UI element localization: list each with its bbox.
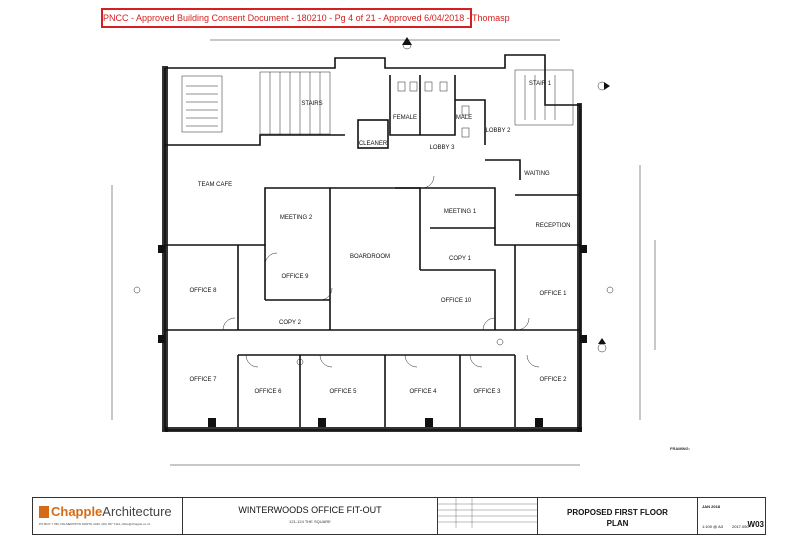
job-number: 2017.050 xyxy=(732,524,749,529)
section-markers xyxy=(133,37,614,366)
room-boardroom: BOARDROOM xyxy=(350,254,390,260)
chapple-logo-icon xyxy=(39,506,49,518)
approval-stamp: PNCC - Approved Building Consent Documen… xyxy=(101,8,510,28)
south-wall xyxy=(165,427,582,432)
title-block-logo-cell: ChappleArchitecture PO BOX 7 780, PALMER… xyxy=(33,498,183,534)
room-cleaner: CLEANER xyxy=(359,141,388,147)
columns xyxy=(158,245,587,427)
chapple-logo: ChappleArchitecture xyxy=(39,504,172,519)
room-office-8: OFFICE 8 xyxy=(189,288,217,294)
room-office-1: OFFICE 1 xyxy=(539,291,567,297)
sheet-title-line-2: PLAN xyxy=(606,519,629,528)
side-dimension-lines xyxy=(111,165,656,466)
room-copy-1: COPY 1 xyxy=(449,256,472,262)
room-stair-1: STAIR 1 xyxy=(529,81,552,87)
title-block-sheet-title-cell: PROPOSED FIRST FLOOR PLAN xyxy=(538,498,698,534)
room-office-5: OFFICE 5 xyxy=(329,389,357,395)
room-office-2: OFFICE 2 xyxy=(539,377,567,383)
room-office-3: OFFICE 3 xyxy=(473,389,501,395)
room-team-cafe: TEAM CAFE xyxy=(198,182,232,188)
title-block-info-cell: JAN 2018 1:100 @ A3 2017.050 W03 xyxy=(698,498,767,534)
room-lobby-3: LOBBY 3 xyxy=(430,145,456,151)
drawing-scale: 1:100 @ A3 xyxy=(702,524,723,529)
room-lobby-2: LOBBY 2 xyxy=(486,128,512,134)
sheet-title-line-1: PROPOSED FIRST FLOOR xyxy=(567,508,668,517)
framing-note-heading: FRAMING: xyxy=(670,446,690,451)
room-office-10: OFFICE 10 xyxy=(441,298,472,304)
cleaner-room xyxy=(357,119,389,149)
room-meeting-1: MEETING 1 xyxy=(444,209,477,215)
room-office-6: OFFICE 6 xyxy=(254,389,282,395)
west-stair-outline xyxy=(181,75,223,133)
title-block: ChappleArchitecture PO BOX 7 780, PALMER… xyxy=(32,497,766,535)
room-waiting: WAITING xyxy=(524,171,550,177)
firm-address: PO BOX 7 780, PALMERSTON NORTH 4440, (06… xyxy=(39,522,151,526)
sheet-number: W03 xyxy=(747,520,764,529)
east-stair xyxy=(514,69,574,126)
project-address: 121-124 THE SQUARE xyxy=(289,519,331,524)
room-male: MALE xyxy=(456,115,472,121)
east-wall xyxy=(577,103,582,432)
interior-partitions xyxy=(165,134,580,427)
room-office-7: OFFICE 7 xyxy=(189,377,217,383)
west-stair-treads xyxy=(186,85,218,127)
project-name: WINTERWOODS OFFICE FIT-OUT xyxy=(238,505,382,515)
room-copy-2: COPY 2 xyxy=(279,320,302,326)
door-swings xyxy=(222,175,540,368)
toilet-fixtures xyxy=(397,81,470,138)
room-reception: RECEPTION xyxy=(535,223,570,229)
toilet-walls xyxy=(389,75,486,145)
room-meeting-2: MEETING 2 xyxy=(280,215,313,221)
exterior-wall xyxy=(164,54,581,431)
room-office-4: OFFICE 4 xyxy=(409,389,437,395)
room-female: FEMALE xyxy=(393,115,417,121)
floor-plan: TEAM CAFE MEETING 2 BOARDROOM MEETING 1 … xyxy=(111,37,690,466)
revision-table-grid xyxy=(438,498,538,528)
drawing-date: JAN 2018 xyxy=(702,504,721,509)
room-stairs: STAIRS xyxy=(301,101,322,107)
title-block-project-cell: WINTERWOODS OFFICE FIT-OUT 121-124 THE S… xyxy=(183,498,438,534)
title-block-revisions-cell xyxy=(438,498,538,534)
central-stair xyxy=(259,71,331,135)
room-office-9: OFFICE 9 xyxy=(281,274,309,280)
